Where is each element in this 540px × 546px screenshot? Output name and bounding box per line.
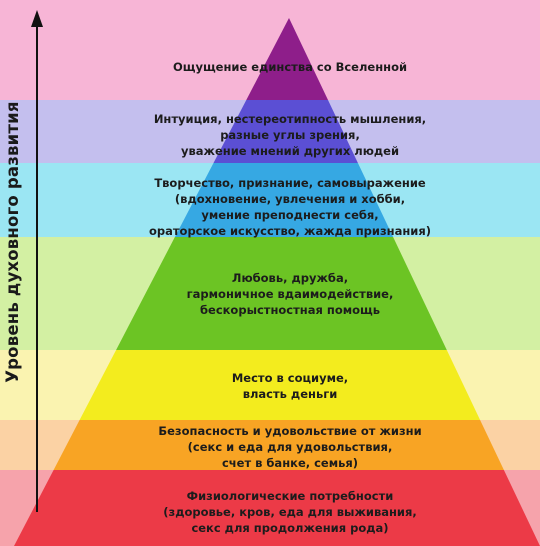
level-label-safety: Безопасность и удовольствие от жизни (се… bbox=[158, 424, 422, 470]
pyramid-slice-unity bbox=[246, 18, 328, 100]
level-label-physiology: Физиологические потребности (здоровье, к… bbox=[163, 489, 417, 535]
axis-arrow-icon bbox=[31, 10, 43, 27]
level-label-creativity: Творчество, признание, самовыражение (вд… bbox=[148, 176, 431, 238]
pyramid-slice-intuition bbox=[213, 100, 358, 163]
pyramid-slice-physiology bbox=[14, 470, 540, 546]
pyramid-slice-creativity bbox=[174, 163, 394, 237]
pyramid-slice-status bbox=[79, 350, 481, 420]
pyramid-slice-love bbox=[116, 237, 447, 350]
level-label-status: Место в социуме, власть деньги bbox=[231, 371, 349, 401]
level-label-love: Любовь, дружба, гармоничное вдаимодейств… bbox=[186, 271, 394, 317]
level-label-unity: Ощущение единства со Вселенной bbox=[172, 60, 408, 74]
vertical-axis: Уровень духовного развития bbox=[0, 0, 60, 546]
level-label-intuition: Интуиция, нестереотипность мышления, раз… bbox=[153, 112, 427, 158]
axis-label: Уровень духовного развития bbox=[3, 101, 22, 383]
pyramid-slice-safety bbox=[53, 420, 504, 470]
